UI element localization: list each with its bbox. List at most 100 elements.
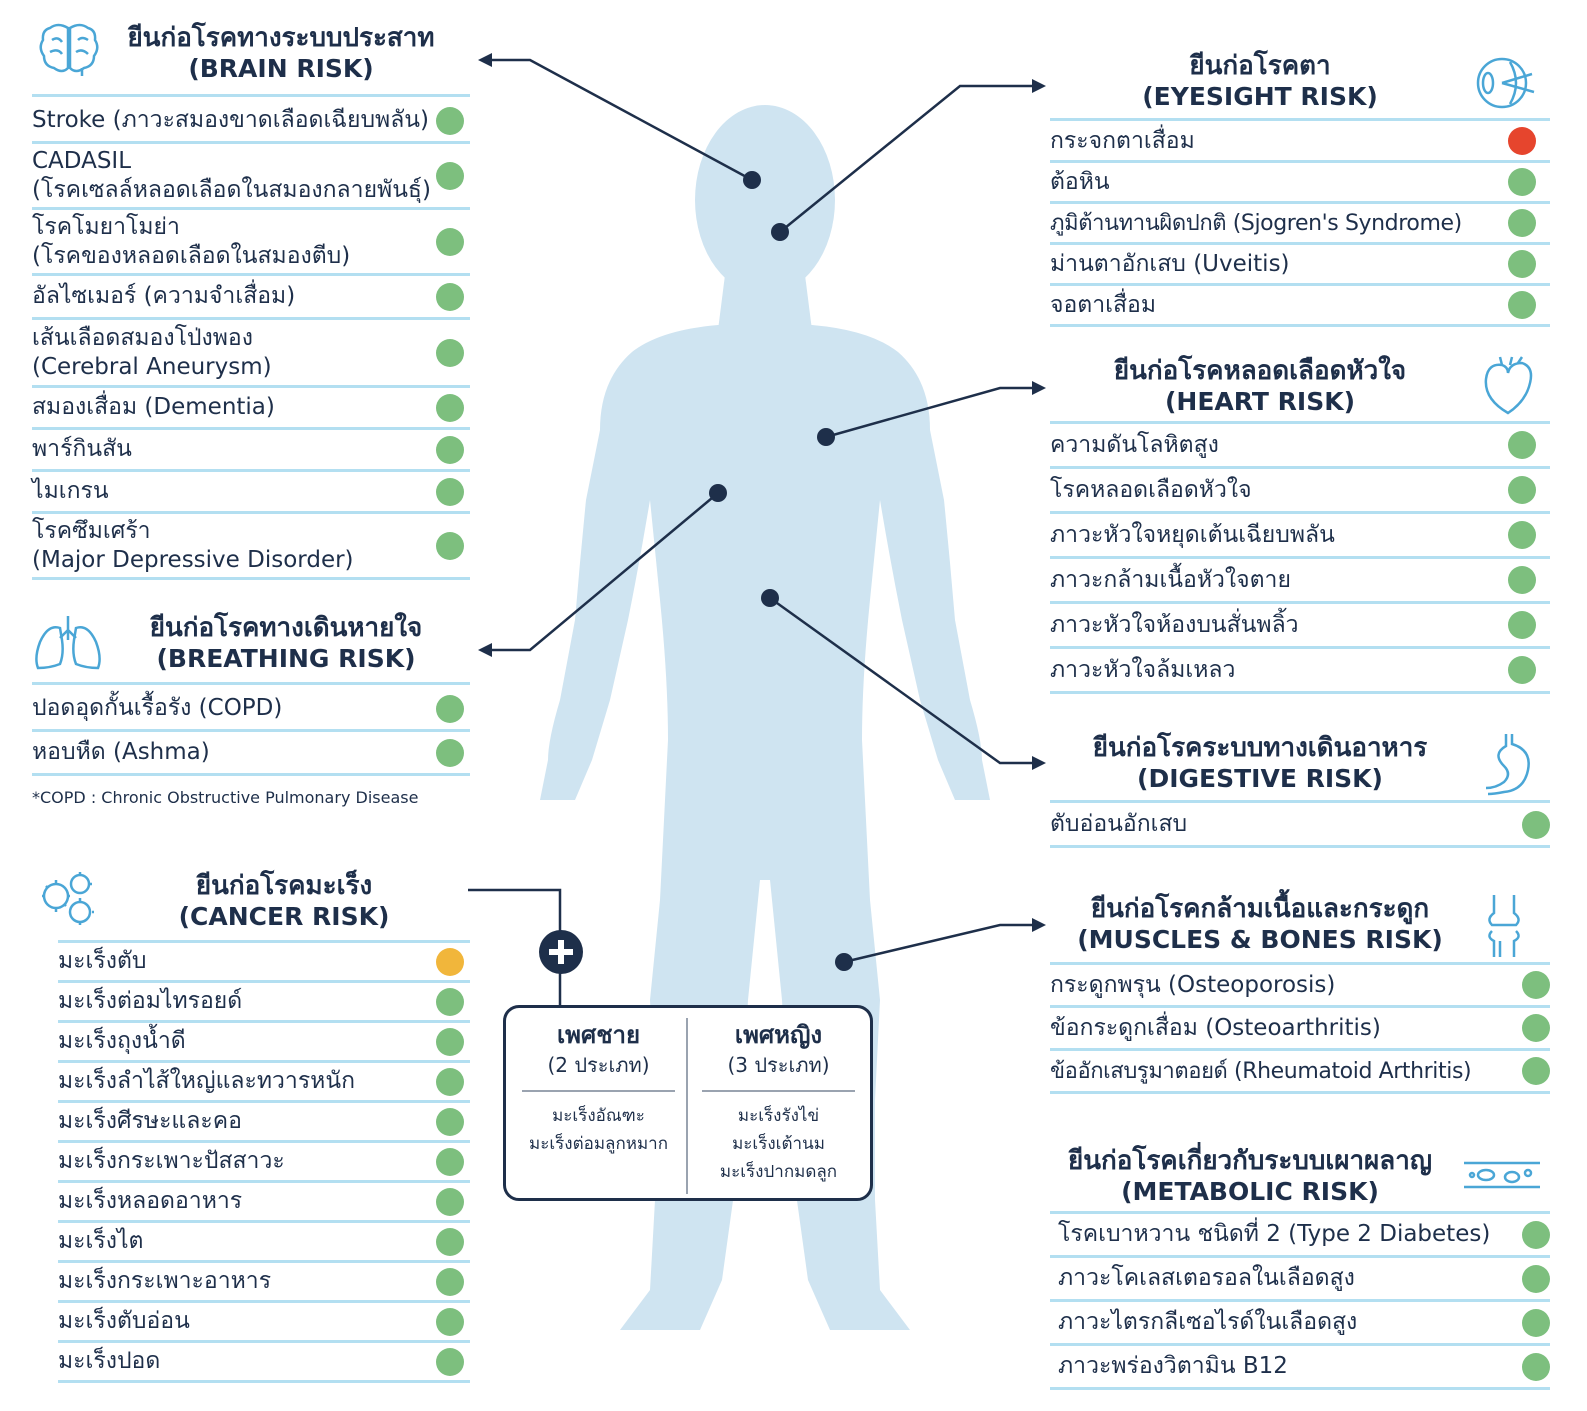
status-dot [436, 1027, 464, 1056]
muscles-title: ยีนก่อโรคกล้ามเนื้อและกระดูก [1090, 894, 1430, 924]
digestive-subtitle: (DIGESTIVE RISK) [1137, 764, 1383, 793]
brain-item-2: CADASIL [32, 147, 132, 174]
heart-title: ยีนก่อโรคหลอดเลือดหัวใจ [1113, 356, 1407, 386]
male-column: เพศชาย (2 ประเภท) มะเร็งอัณฑะ มะเร็งต่อม… [516, 1020, 681, 1158]
metabolic-row-4: ภาวะพร่องวิตามิน B12 [1050, 1346, 1550, 1390]
muscles-header-line [1050, 962, 1550, 965]
arrow-heart [1032, 381, 1046, 395]
female-column: เพศหญิง (3 ประเภท) มะเร็งรังไข่ มะเร็งเต… [696, 1020, 861, 1186]
heart-item-1: ความดันโลหิตสูง [1050, 431, 1219, 458]
cancer-row-4: มะเร็งลำไส้ใหญ่และทวารหนัก [58, 1063, 470, 1103]
status-dot [1522, 1352, 1550, 1381]
eyesight-row-5: จอตาเสื่อม [1050, 286, 1550, 327]
metabolic-title: ยีนก่อโรคเกี่ยวกับระบบเผาผลาญ [1068, 1146, 1432, 1176]
marker-brain [743, 171, 761, 189]
digestive-row-1: ตับอ่อนอักเสบ [1050, 804, 1550, 848]
brain-row-4: อัลไซเมอร์ (ความจำเสื่อม) [32, 276, 470, 320]
metabolic-row-2: ภาวะโคเลสเตอรอลในเลือดสูง [1050, 1258, 1550, 1302]
breathing-risk-section: ยีนก่อโรคทางเดินหายใจ (BREATHING RISK) ป… [32, 612, 470, 807]
eyesight-title: ยีนก่อโรคตา [1189, 51, 1331, 81]
cancer-item-10: มะเร็งตับอ่อน [58, 1308, 190, 1334]
gender-column-divider [686, 1018, 688, 1194]
brain-item-3: โรคโมยาโมย่า [32, 213, 180, 240]
cancer-row-1: มะเร็งตับ [58, 943, 470, 983]
arrow-digestive [1032, 756, 1046, 770]
metabolic-header-line [1050, 1211, 1550, 1214]
muscles-header: ยีนก่อโรคกล้ามเนื้อและกระดูก (MUSCLES & … [1050, 893, 1470, 955]
male-title: เพศชาย [556, 1021, 641, 1049]
status-dot [1522, 1220, 1550, 1249]
heart-item-5: ภาวะหัวใจห้องบนสั่นพลิ้ว [1050, 611, 1299, 638]
status-dot [1508, 431, 1536, 459]
brain-title: ยีนก่อโรคทางระบบประสาท [127, 23, 435, 53]
metabolic-risk-section: ยีนก่อโรคเกี่ยวกับระบบเผาผลาญ (METABOLIC… [1050, 1145, 1550, 1390]
muscles-item-2: ข้อกระดูกเสื่อม (Osteoarthritis) [1050, 1014, 1381, 1041]
cancer-item-7: มะเร็งหลอดอาหาร [58, 1188, 243, 1214]
brain-item-9: โรคซึมเศร้า [32, 517, 151, 544]
brain-item-9-sub: (Major Depressive Disorder) [32, 546, 354, 573]
cancer-row-9: มะเร็งกระเพาะอาหาร [58, 1263, 470, 1303]
status-dot [1508, 250, 1536, 278]
breathing-subtitle: (BREATHING RISK) [156, 644, 416, 673]
heart-row-1: ความดันโลหิตสูง [1050, 424, 1550, 469]
blood-vessel-icon [1462, 1157, 1542, 1193]
brain-item-7: พาร์กินสัน [32, 436, 132, 462]
breathing-item-1: ปอดอุดกั้นเรื้อรัง (COPD) [32, 695, 283, 721]
female-count: (3 ประเภท) [727, 1053, 830, 1077]
brain-row-3: โรคโมยาโมย่า(โรคของหลอดเลือดในสมองตีบ) [32, 210, 470, 276]
breathing-header: ยีนก่อโรคทางเดินหายใจ (BREATHING RISK) [102, 612, 470, 674]
eyesight-item-1: กระจกตาเสื่อม [1050, 127, 1195, 154]
metabolic-row-3: ภาวะไตรกลีเซอไรด์ในเลือดสูง [1050, 1302, 1550, 1346]
arrow-muscle [1032, 918, 1046, 932]
status-dot [1508, 127, 1536, 155]
heart-row-2: โรคหลอดเลือดหัวใจ [1050, 469, 1550, 514]
breathing-connector [482, 492, 719, 652]
heart-row-5: ภาวะหัวใจห้องบนสั่นพลิ้ว [1050, 604, 1550, 649]
arrow-heads [478, 53, 1046, 932]
status-dot [436, 1347, 464, 1376]
eyesight-header-line [1050, 118, 1550, 121]
status-dot [1522, 810, 1550, 839]
brain-row-1: Stroke (ภาวะสมองขาดเลือดเฉียบพลัน) [32, 100, 470, 144]
heart-risk-section: ยีนก่อโรคหลอดเลือดหัวใจ (HEART RISK) ควา… [1050, 355, 1550, 694]
eyesight-row-2: ต้อหิน [1050, 163, 1550, 204]
status-dot [436, 1107, 464, 1136]
female-item-1: มะเร็งรังไข่ [737, 1106, 820, 1126]
heart-item-2: โรคหลอดเลือดหัวใจ [1050, 476, 1252, 503]
brain-item-5: เส้นเลือดสมองโป่งพอง [32, 324, 253, 351]
metabolic-item-1: โรคเบาหวาน ชนิดที่ 2 (Type 2 Diabetes) [1058, 1221, 1491, 1247]
status-dot [1508, 611, 1536, 639]
brain-item-2-sub: (โรคเซลล์หลอดเลือดในสมองกลายพันธุ์) [32, 176, 431, 203]
status-dot [1522, 1308, 1550, 1337]
digestive-item-1: ตับอ่อนอักเสบ [1050, 811, 1188, 837]
cancer-row-5: มะเร็งศีรษะและคอ [58, 1103, 470, 1143]
male-count: (2 ประเภท) [547, 1053, 650, 1077]
arrow-breathing [478, 643, 492, 657]
digestive-connector [769, 596, 1042, 765]
status-dot [436, 1307, 464, 1336]
heart-row-3: ภาวะหัวใจหยุดเต้นเฉียบพลัน [1050, 514, 1550, 559]
cancer-item-4: มะเร็งลำไส้ใหญ่และทวารหนัก [58, 1068, 355, 1094]
status-dot [436, 947, 464, 976]
female-divider [702, 1090, 855, 1092]
connector-lines [468, 58, 1042, 1005]
virus-cells-icon [36, 870, 100, 928]
cancer-row-7: มะเร็งหลอดอาหาร [58, 1183, 470, 1223]
brain-row-2: CADASIL(โรคเซลล์หลอดเลือดในสมองกลายพันธุ… [32, 144, 470, 210]
cancer-item-8: มะเร็งไต [58, 1228, 144, 1254]
cancer-title: ยีนก่อโรคมะเร็ง [195, 871, 373, 901]
status-dot [436, 1227, 464, 1256]
status-dot [1508, 656, 1536, 684]
heart-item-4: ภาวะกล้ามเนื้อหัวใจตาย [1050, 566, 1291, 593]
status-dot [1508, 521, 1536, 549]
plus-icon [539, 930, 583, 974]
muscles-item-3: ข้ออักเสบรูมาตอยด์ (Rheumatoid Arthritis… [1050, 1058, 1472, 1084]
muscles-item-1: กระดูกพรุน (Osteoporosis) [1050, 971, 1336, 998]
breathing-item-2: หอบหืด (Ashma) [32, 739, 210, 765]
eye-icon [1474, 52, 1538, 114]
cancer-item-9: มะเร็งกระเพาะอาหาร [58, 1268, 272, 1294]
eyesight-item-4: ม่านตาอักเสบ (Uveitis) [1050, 250, 1290, 277]
female-item-2: มะเร็งเต้านม [732, 1134, 825, 1154]
status-dot [436, 694, 464, 723]
status-dot [1508, 476, 1536, 504]
